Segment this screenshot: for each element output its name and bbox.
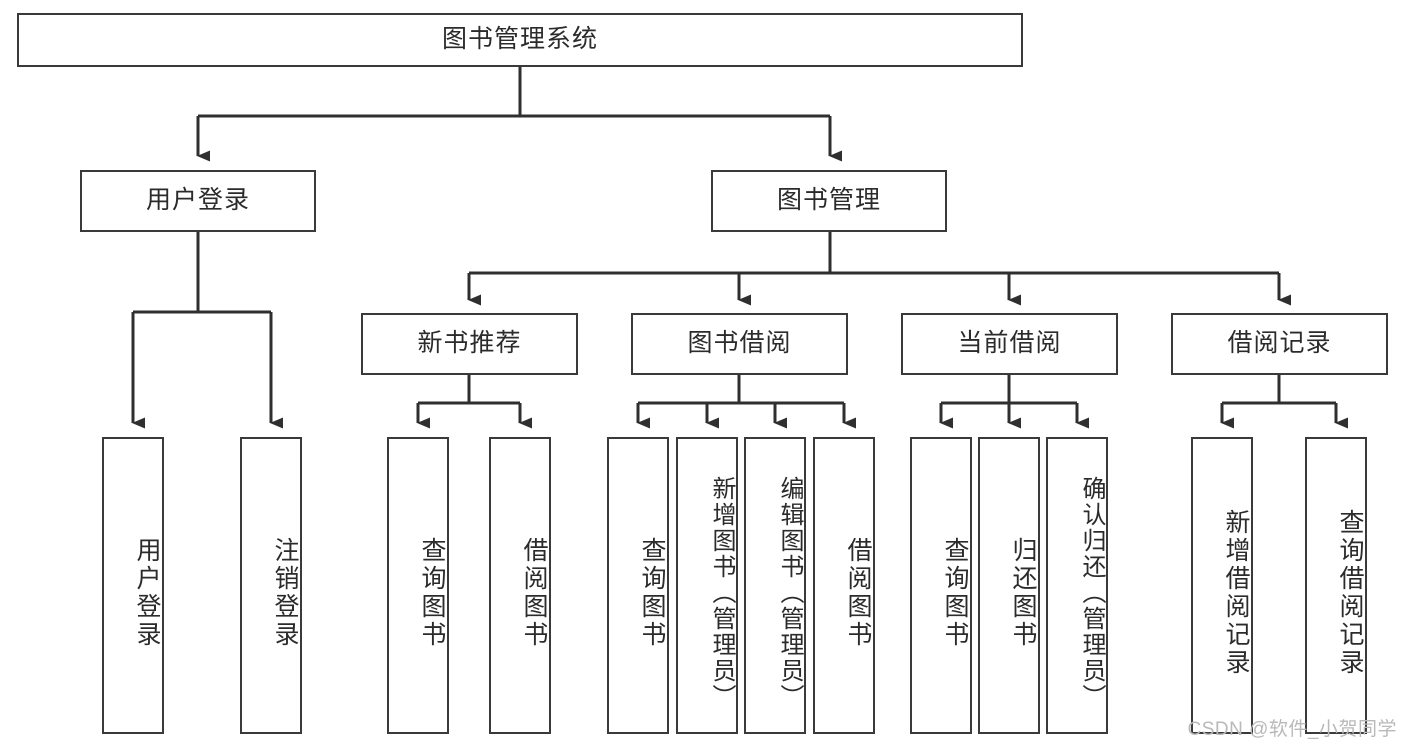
node-user-login-label: 用户登录 (145, 186, 250, 215)
node-book-borrow[interactable]: 图书借阅 (631, 313, 848, 375)
node-book-management[interactable]: 图书管理 (711, 170, 947, 232)
leaf-user-login-label: 用户登录 (133, 536, 161, 649)
leaf-current-return-book-label: 归还图书 (1009, 536, 1037, 649)
leaf-records-add-record-label: 新增借阅记录 (1222, 508, 1250, 677)
node-new-book-recommend-label: 新书推荐 (417, 329, 522, 358)
leaf-current-confirm-return-admin[interactable]: 确认归还（管理员） (1046, 437, 1108, 734)
leaf-borrow-borrow-book-label: 借阅图书 (844, 536, 872, 649)
node-root-system[interactable]: 图书管理系统 (17, 13, 1023, 67)
leaf-records-query-record-label: 查询借阅记录 (1336, 508, 1364, 677)
node-current-borrow-label: 当前借阅 (957, 329, 1062, 358)
csdn-watermark: CSDN @软件_小贺同学 (1187, 719, 1397, 740)
leaf-borrow-query-book[interactable]: 查询图书 (607, 437, 669, 734)
leaf-current-return-book[interactable]: 归还图书 (978, 437, 1040, 734)
leaf-user-logout-label: 注销登录 (271, 536, 299, 649)
leaf-current-query-book-label: 查询图书 (941, 536, 969, 649)
node-user-login[interactable]: 用户登录 (80, 170, 316, 232)
leaf-borrow-query-book-label: 查询图书 (638, 536, 666, 649)
leaf-current-confirm-return-admin-label: 确认归还（管理员） (1078, 475, 1105, 710)
node-book-borrow-label: 图书借阅 (687, 329, 792, 358)
leaf-records-add-record[interactable]: 新增借阅记录 (1191, 437, 1253, 734)
leaf-records-query-record[interactable]: 查询借阅记录 (1305, 437, 1367, 734)
node-current-borrow[interactable]: 当前借阅 (901, 313, 1118, 375)
leaf-borrow-borrow-book[interactable]: 借阅图书 (813, 437, 875, 734)
node-borrow-records[interactable]: 借阅记录 (1171, 313, 1388, 375)
leaf-user-logout[interactable]: 注销登录 (240, 437, 302, 734)
leaf-current-query-book[interactable]: 查询图书 (910, 437, 972, 734)
node-book-management-label: 图书管理 (776, 186, 881, 215)
leaf-recommend-query-book-label: 查询图书 (418, 536, 446, 649)
leaf-recommend-query-book[interactable]: 查询图书 (387, 437, 449, 734)
leaf-borrow-add-book-admin[interactable]: 新增图书（管理员） (676, 437, 738, 734)
leaf-recommend-borrow-book-label: 借阅图书 (520, 536, 548, 649)
leaf-borrow-add-book-admin-label: 新增图书（管理员） (708, 475, 735, 710)
node-new-book-recommend[interactable]: 新书推荐 (361, 313, 578, 375)
node-root-label: 图书管理系统 (441, 25, 598, 54)
leaf-borrow-edit-book-admin-label: 编辑图书（管理员） (776, 475, 803, 710)
node-borrow-records-label: 借阅记录 (1227, 329, 1332, 358)
leaf-borrow-edit-book-admin[interactable]: 编辑图书（管理员） (744, 437, 806, 734)
leaf-recommend-borrow-book[interactable]: 借阅图书 (489, 437, 551, 734)
leaf-user-login[interactable]: 用户登录 (102, 437, 164, 734)
